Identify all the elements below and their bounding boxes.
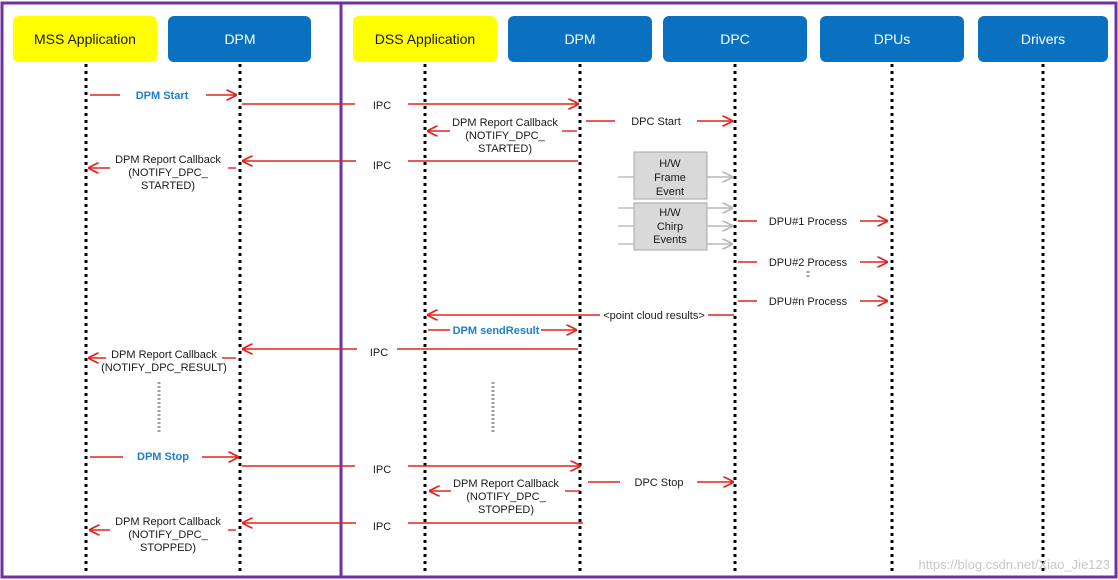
ipc-2-label: IPC <box>373 160 391 172</box>
dpu2-process-label: DPU#2 Process <box>769 257 848 269</box>
dpm-start-label: DPM Start <box>136 90 189 102</box>
dpc-label: DPC <box>720 31 750 47</box>
ipc-5-label: IPC <box>373 521 391 533</box>
mss-stopped-label: STOPPED) <box>140 542 196 554</box>
mss-stop-callback-label: DPM Report Callback <box>115 516 221 528</box>
ipc-3-label: IPC <box>370 347 388 359</box>
mss-notify-dpc-label: (NOTIFY_DPC_ <box>128 167 208 179</box>
participant-drivers: Drivers <box>978 16 1108 62</box>
drivers-label: Drivers <box>1021 31 1065 47</box>
message-ipc-2: IPC <box>243 160 578 172</box>
dpm-right-label: DPM <box>564 31 595 47</box>
watermark-text: https://blog.csdn.net/Xiao_Jie123 <box>918 557 1110 572</box>
dss-application-label: DSS Application <box>375 31 475 47</box>
message-dpu2-process: DPU#2 Process <box>738 257 887 269</box>
dpm-send-result-label: DPM sendResult <box>453 325 540 337</box>
message-mss-report-result: DPM Report Callback (NOTIFY_DPC_RESULT) <box>89 349 236 374</box>
participant-dpc: DPC <box>663 16 807 62</box>
message-dpun-process: DPU#n Process <box>738 296 887 308</box>
hw-frame-event-box: H/W Frame Event <box>618 151 732 200</box>
hw-frame-line2: Frame <box>654 172 686 184</box>
hw-chirp-line1: H/W <box>659 207 681 219</box>
mss-notify-dpc-result-label: (NOTIFY_DPC_RESULT) <box>101 362 227 374</box>
dss-notify-dpc-label: (NOTIFY_DPC_ <box>465 130 545 142</box>
dss-stop-callback-label: DPM Report Callback <box>453 478 559 490</box>
message-dpu1-process: DPU#1 Process <box>738 216 887 228</box>
message-ipc-4: IPC <box>242 464 580 476</box>
participant-dpus: DPUs <box>820 16 964 62</box>
dss-frame <box>339 1 1118 579</box>
mss-result-callback-label: DPM Report Callback <box>111 349 217 361</box>
dss-report-callback-label: DPM Report Callback <box>452 117 558 129</box>
message-mss-report-stopped: DPM Report Callback (NOTIFY_DPC_ STOPPED… <box>90 516 236 554</box>
message-ipc-5: IPC <box>243 521 583 533</box>
dpc-start-label: DPC Start <box>631 116 681 128</box>
dss-stop-notify-label: (NOTIFY_DPC_ <box>466 491 546 503</box>
message-dpm-send-result: DPM sendResult <box>428 325 576 337</box>
hw-chirp-line2: Chirp <box>657 221 683 233</box>
point-cloud-results-label: <point cloud results> <box>603 310 705 322</box>
hw-frame-line1: H/W <box>659 158 681 170</box>
message-dpc-stop: DPC Stop <box>588 477 733 489</box>
message-dpc-start: DPC Start <box>586 116 732 128</box>
message-dss-report-stopped: DPM Report Callback (NOTIFY_DPC_ STOPPED… <box>430 478 580 516</box>
message-point-cloud-results: <point cloud results> <box>428 310 734 322</box>
dss-started-label: STARTED) <box>478 143 532 155</box>
dpun-process-label: DPU#n Process <box>769 296 848 308</box>
ipc-1-label: IPC <box>373 100 391 112</box>
mss-report-callback-label: DPM Report Callback <box>115 154 221 166</box>
dpus-label: DPUs <box>874 31 911 47</box>
dss-stopped-label: STOPPED) <box>478 504 534 516</box>
dpu1-process-label: DPU#1 Process <box>769 216 848 228</box>
message-ipc-3: IPC <box>243 347 578 359</box>
message-dpm-start: DPM Start <box>90 90 236 102</box>
dpc-stop-label: DPC Stop <box>635 477 684 489</box>
ipc-4-label: IPC <box>373 464 391 476</box>
hw-frame-line3: Event <box>656 186 684 198</box>
message-dss-report-started: DPM Report Callback (NOTIFY_DPC_ STARTED… <box>428 117 577 155</box>
mss-stop-notify-label: (NOTIFY_DPC_ <box>128 529 208 541</box>
hw-chirp-events-box: H/W Chirp Events <box>618 202 732 251</box>
dpm-left-label: DPM <box>224 31 255 47</box>
participant-dpm-right: DPM <box>508 16 652 62</box>
participant-dss-application: DSS Application <box>353 16 497 62</box>
message-mss-report-started: DPM Report Callback (NOTIFY_DPC_ STARTED… <box>89 154 236 192</box>
participant-mss-application: MSS Application <box>13 16 157 62</box>
mss-started-label: STARTED) <box>141 180 195 192</box>
message-ipc-1: IPC <box>242 100 578 112</box>
message-dpm-stop: DPM Stop <box>90 451 238 463</box>
participant-dpm-left: DPM <box>168 16 311 62</box>
hw-chirp-line3: Events <box>653 234 687 246</box>
mss-application-label: MSS Application <box>34 31 136 47</box>
dpm-stop-label: DPM Stop <box>137 451 189 463</box>
